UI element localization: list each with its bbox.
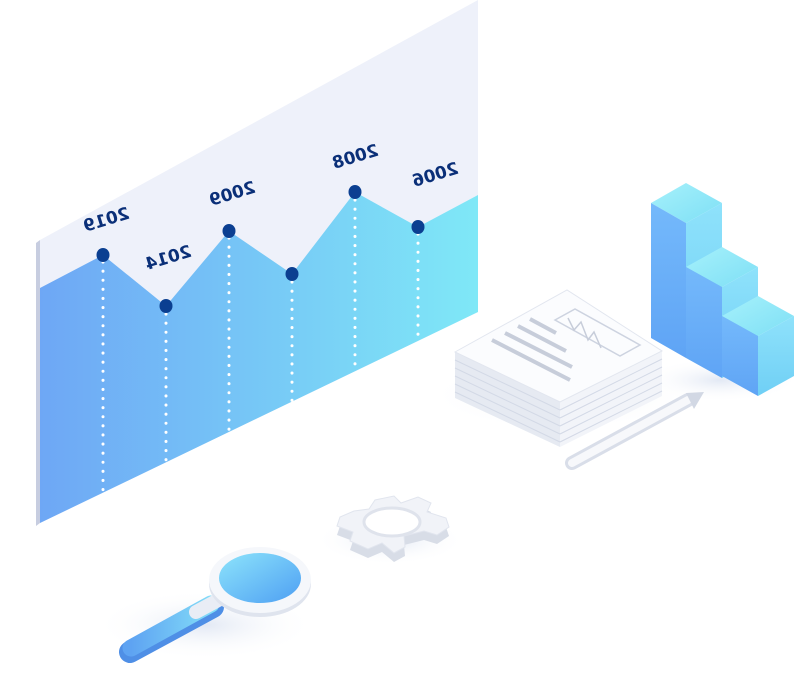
paper-stack (453, 289, 664, 447)
data-point (411, 220, 425, 234)
lens (219, 553, 301, 603)
magnifying-glass-icon (119, 547, 311, 663)
data-point (222, 224, 236, 238)
board-edge (36, 240, 40, 526)
chart-area-fill (40, 192, 478, 523)
sheet-chart-box (553, 308, 642, 357)
pencil (565, 392, 704, 470)
data-point (159, 299, 173, 313)
data-point (96, 248, 110, 262)
data-point (285, 267, 299, 281)
data-point (348, 185, 362, 199)
drop-lines (101, 198, 420, 494)
data-points (96, 185, 425, 313)
gear-icon (336, 495, 450, 562)
bar-block-short (722, 296, 794, 396)
bar-blocks (651, 183, 794, 396)
line-chart-board: 2019 2014 2009 2008 2006 (36, 0, 478, 526)
